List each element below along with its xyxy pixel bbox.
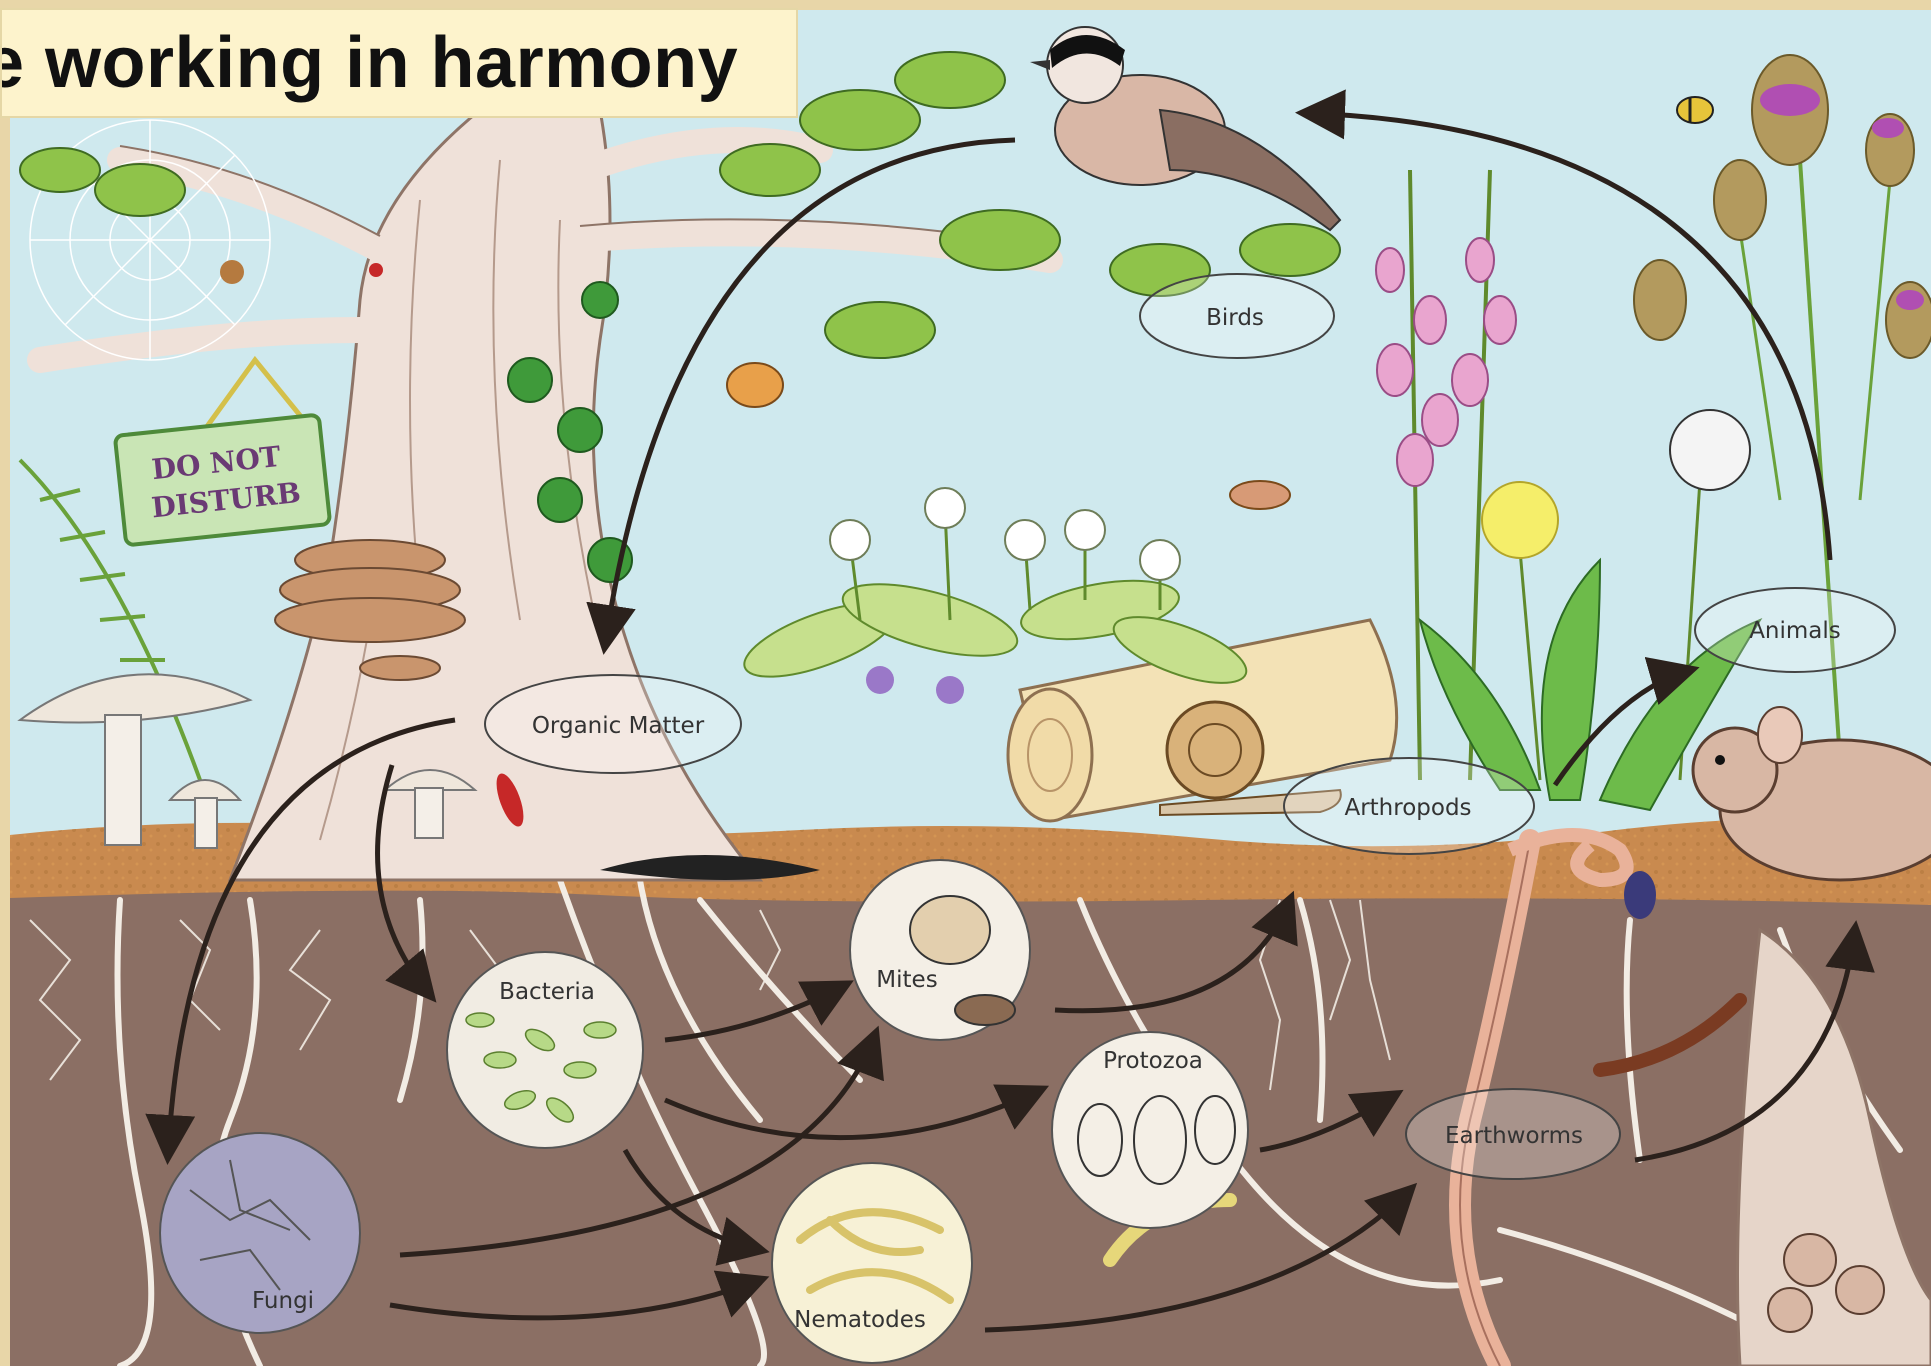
label-nematodes: Nematodes bbox=[794, 1307, 926, 1333]
title-text: e working in harmony bbox=[0, 22, 738, 104]
label-organic-matter: Organic Matter bbox=[532, 713, 705, 739]
label-earthworms: Earthworms bbox=[1445, 1123, 1583, 1149]
label-fungi: Fungi bbox=[252, 1288, 314, 1314]
ladybird-icon bbox=[369, 263, 383, 277]
moth-icon bbox=[1230, 481, 1290, 509]
mites-circle bbox=[850, 860, 1030, 1040]
label-animals: Animals bbox=[1749, 618, 1841, 644]
label-bacteria: Bacteria bbox=[499, 979, 595, 1005]
label-protozoa: Protozoa bbox=[1103, 1048, 1203, 1074]
bee-icon bbox=[1677, 97, 1713, 123]
label-arthropods: Arthropods bbox=[1344, 795, 1471, 821]
title-banner: e working in harmony bbox=[0, 8, 798, 118]
nematodes-circle bbox=[772, 1163, 972, 1363]
label-mites: Mites bbox=[876, 967, 937, 993]
label-birds: Birds bbox=[1206, 305, 1264, 331]
butterfly-icon bbox=[727, 363, 783, 407]
spider-icon bbox=[220, 260, 244, 284]
beetle-icon bbox=[1624, 871, 1656, 919]
